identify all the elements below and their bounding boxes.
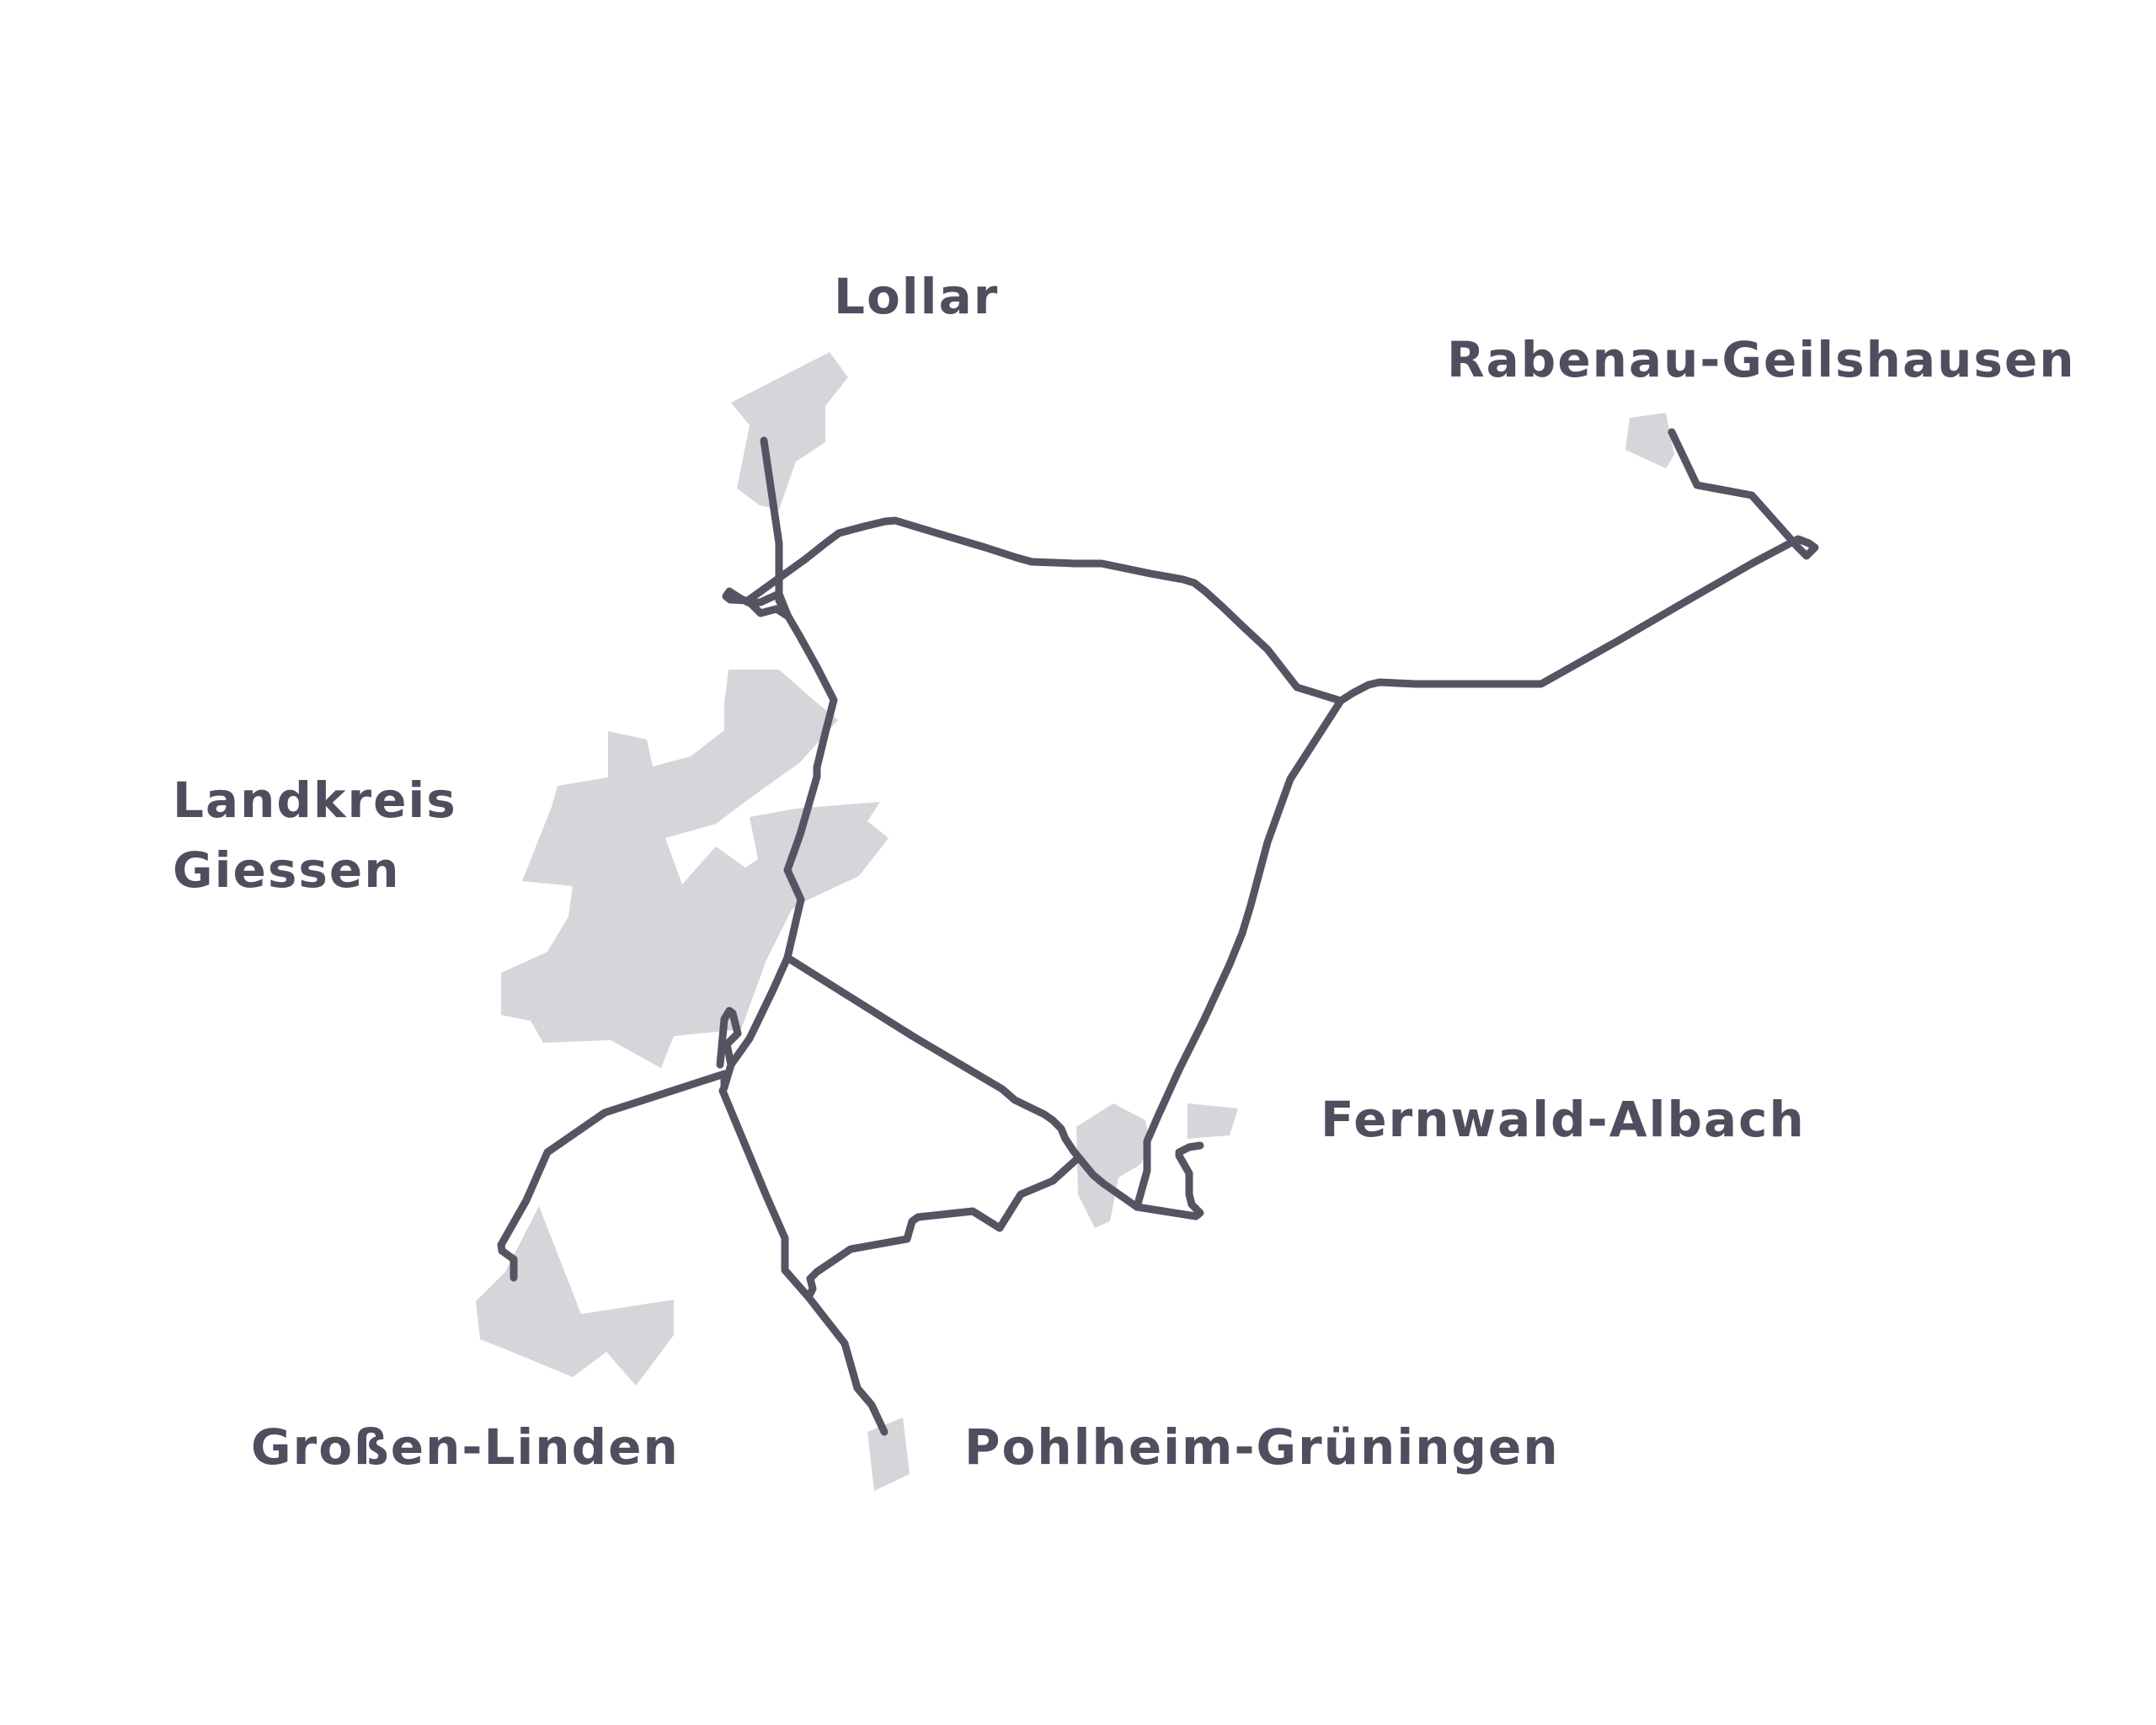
route-pohlheim-east <box>804 1154 1082 1301</box>
area-rabenau <box>1625 413 1674 468</box>
label-landkreis-line1: Landkreis <box>173 772 457 829</box>
route-fernwald-loop <box>783 953 1141 1211</box>
area-grossen-linden <box>476 1206 674 1386</box>
label-lollar: Lollar <box>834 268 999 325</box>
label-pohlheim-grueningen: Pohlheim-Grüningen <box>964 1418 1560 1476</box>
route-fernwald-east <box>1133 1141 1204 1220</box>
area-giessen <box>501 670 889 1068</box>
area-lollar <box>731 352 848 510</box>
route-main-north-south <box>720 587 838 1092</box>
route-rabenau <box>1337 428 1819 705</box>
settlement-areas <box>476 352 1674 1491</box>
label-fernwald-albach: Fernwald-Albach <box>1321 1091 1806 1148</box>
label-landkreis-line2: Giessen <box>173 841 401 899</box>
route-fernwald-north <box>1133 697 1345 1211</box>
route-grossen-linden <box>497 1070 728 1282</box>
route-pohlheim-south <box>718 1083 889 1436</box>
routes <box>497 428 1819 1436</box>
place-labels: Lollar Rabenau-Geilshausen Landkreis Gie… <box>173 268 2076 1476</box>
label-rabenau-geilshausen: Rabenau-Geilshausen <box>1447 331 2076 388</box>
area-fernwald-east <box>1187 1103 1238 1139</box>
route-north-loop <box>744 516 1345 705</box>
label-grossen-linden: Großen-Linden <box>251 1418 680 1476</box>
route-giessen-spur <box>716 1007 742 1069</box>
area-fernwald <box>1076 1103 1150 1228</box>
area-pohlheim <box>867 1418 910 1491</box>
